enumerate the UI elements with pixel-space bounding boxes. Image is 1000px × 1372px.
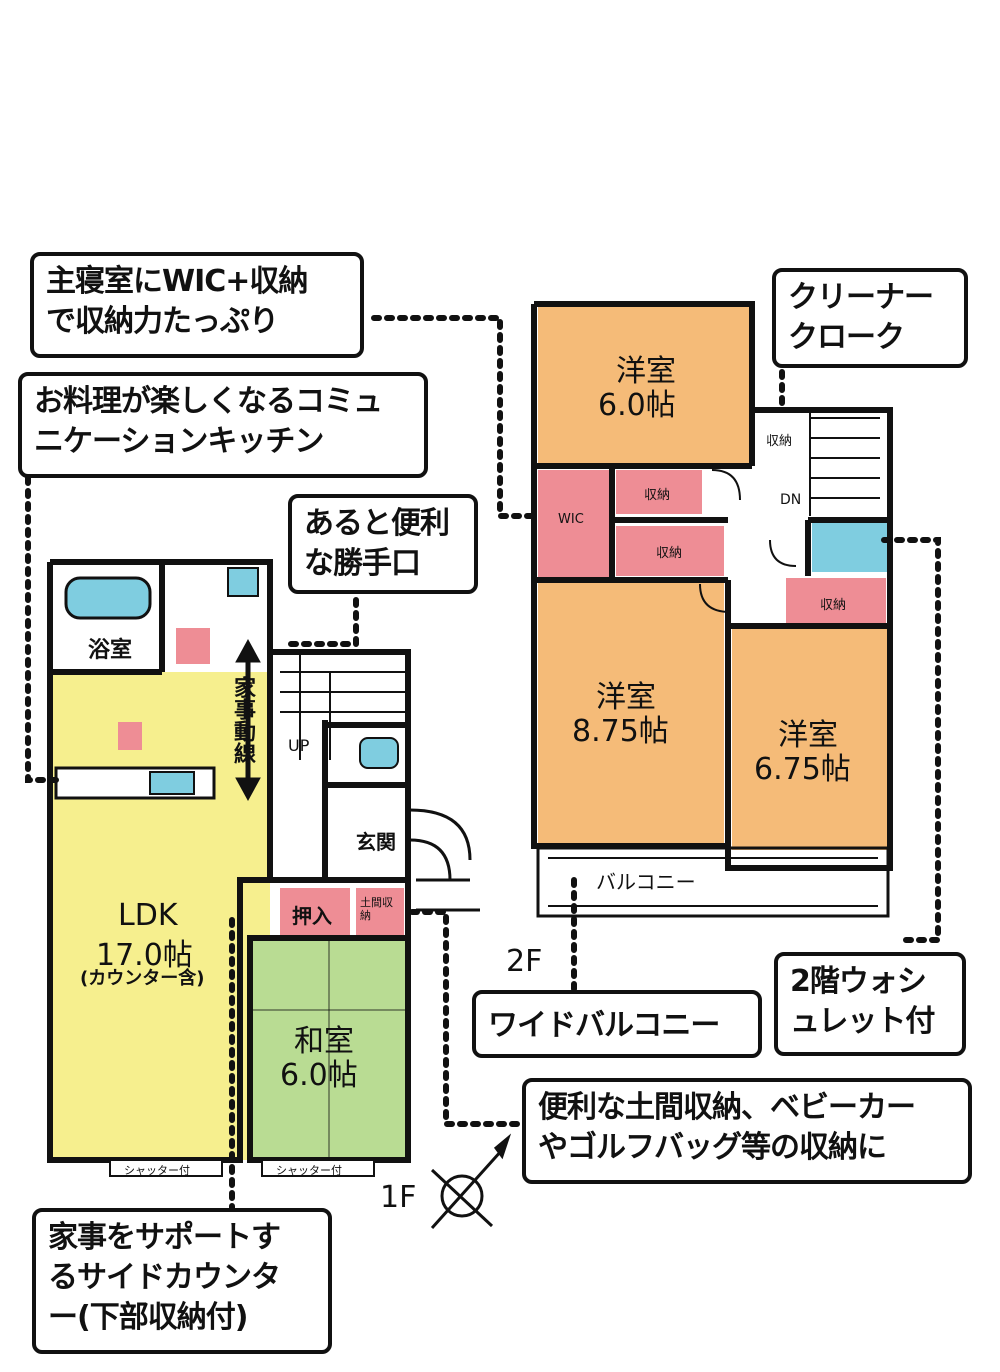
callout-counter: 家事をサポートす るサイドカウンタ ー(下部収納付) xyxy=(32,1208,332,1354)
ldk-note-label: (カウンター含) xyxy=(80,968,205,989)
stairs-2f xyxy=(809,410,880,516)
room-a-area xyxy=(538,306,750,466)
walls-1f xyxy=(47,559,411,1163)
shuno-label-3: 収納 xyxy=(820,598,847,613)
callout-washlet: 2階ウォシ ュレット付 xyxy=(774,952,966,1056)
washitsu-size-label: 6.0帖 xyxy=(280,1058,358,1093)
doma-storage-area xyxy=(356,888,404,936)
shuno-box-3 xyxy=(786,578,886,624)
room-b-area xyxy=(538,582,724,844)
floor-1f-label: 1F xyxy=(380,1180,417,1215)
callout-door: あると便利 な勝手口 xyxy=(288,494,478,594)
washitsu-name-label: 和室 xyxy=(294,1024,354,1059)
shuno-label-4: 収納 xyxy=(766,434,793,449)
up-label: UP xyxy=(288,736,310,755)
wic-label: WIC xyxy=(558,512,584,527)
oshiire-label: 押入 xyxy=(292,904,332,928)
shuno-label-2: 収納 xyxy=(656,546,683,561)
stairs-1f xyxy=(280,652,408,760)
shuno-box-1 xyxy=(616,470,702,514)
callout-cleaner: クリーナー クローク xyxy=(772,268,968,368)
ldk-name-label: LDK xyxy=(118,898,178,933)
toilet-2f-area xyxy=(812,522,888,572)
wic-area xyxy=(538,470,610,578)
callout-wic: 主寝室にWIC+収納 で収納力たっぷり xyxy=(30,252,364,358)
oshiire-area xyxy=(280,888,350,936)
shuno-label-1: 収納 xyxy=(644,488,671,503)
storage-pink-1f xyxy=(176,628,210,664)
shuno-box-2 xyxy=(616,526,724,576)
room-c-name-label: 洋室 xyxy=(778,718,838,753)
leader-lines xyxy=(25,315,941,1211)
genkan-steps xyxy=(409,808,480,912)
room-c-area xyxy=(732,628,888,864)
floor-2f-label: 2F xyxy=(506,944,543,979)
doma-label: 土間収納 xyxy=(360,896,393,922)
compass-north-icon xyxy=(430,1133,512,1230)
room-a-size-label: 6.0帖 xyxy=(598,388,676,423)
washitsu-area xyxy=(250,940,408,1160)
callout-balcony: ワイドバルコニー xyxy=(472,990,762,1058)
washbasin-icon xyxy=(227,567,259,597)
room-a-name-label: 洋室 xyxy=(616,354,676,389)
toilet-1f-icon xyxy=(359,737,399,769)
kajidousen-arrow-icon xyxy=(235,638,261,802)
balcony-label: バルコニー xyxy=(596,870,696,894)
sink-icon xyxy=(149,771,195,795)
shutter2-label: シャッター付 xyxy=(276,1164,342,1177)
callout-kitchen: お料理が楽しくなるコミュ ニケーションキッチン xyxy=(18,372,428,478)
bathtub-icon xyxy=(64,576,152,620)
shutter1-label: シャッター付 xyxy=(124,1164,190,1177)
kitchen-storage-pink xyxy=(118,722,142,750)
ldk-size-label: 17.0帖 xyxy=(96,938,193,973)
dn-label: DN xyxy=(780,492,802,508)
kajidousen-label: 家事動線 xyxy=(230,676,255,764)
bath-label: 浴室 xyxy=(88,638,133,663)
room-b-size-label: 8.75帖 xyxy=(572,714,669,749)
balcony-area xyxy=(538,850,888,914)
walls-2f xyxy=(531,301,893,871)
room-c-size-label: 6.75帖 xyxy=(754,752,851,787)
genkan-label: 玄関 xyxy=(356,830,396,854)
callout-doma: 便利な土間収納、ベビーカー やゴルフバッグ等の収納に xyxy=(522,1078,972,1184)
room-b-name-label: 洋室 xyxy=(596,680,656,715)
